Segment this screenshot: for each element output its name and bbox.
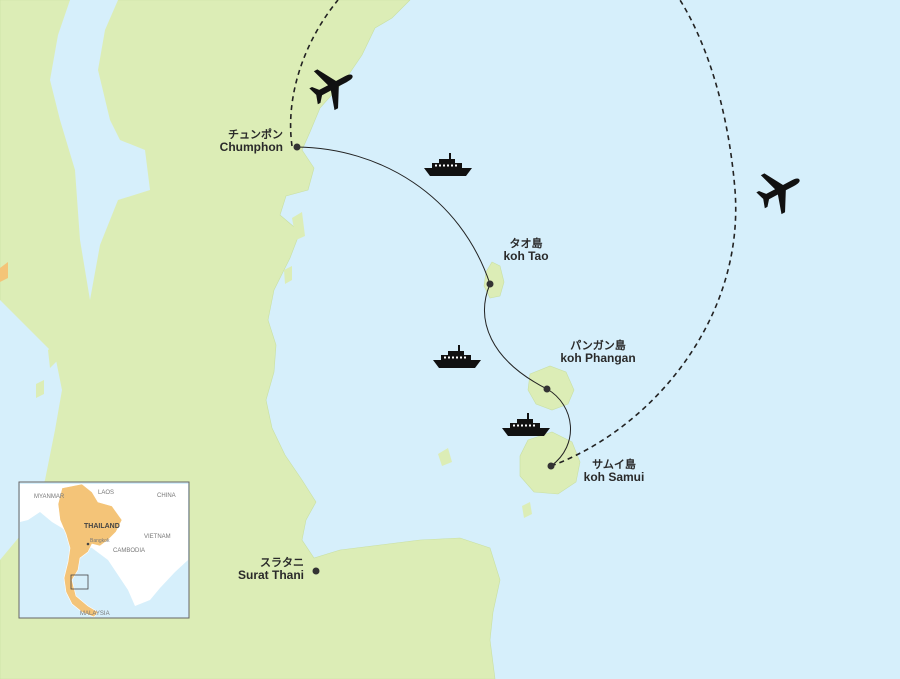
flight-route-samui [550, 0, 737, 467]
inset-thailand [57, 483, 123, 618]
inset-label-myanmar: MYANMAR [34, 494, 65, 500]
label-surat-thani: スラタニ Surat Thani [222, 556, 304, 582]
koh-phangan-dot [543, 385, 551, 393]
koh-tao-island [483, 261, 505, 299]
inset-bangkok-dot [86, 542, 90, 546]
inset-label-malaysia: MALAYSIA [80, 611, 110, 617]
islet-tan [438, 448, 452, 466]
inset-highlight-box [70, 574, 89, 590]
islet-west-2 [36, 380, 44, 398]
label-koh-samui: サムイ島 koh Samui [578, 458, 650, 484]
islet-coast-2 [284, 266, 292, 284]
islet-west-1 [48, 344, 58, 368]
inlet-northwest [0, 0, 150, 300]
label-koh-phangan: パンガン島 koh Phangan [556, 339, 640, 365]
inset-map [18, 481, 190, 619]
label-koh-samui-en: koh Samui [583, 470, 645, 484]
label-koh-tao: タオ島 koh Tao [496, 237, 556, 263]
islet-coast-1 [292, 212, 305, 240]
label-surat-thani-jp: スラタニ [260, 556, 304, 569]
inset-label-thailand: THAILAND [84, 523, 120, 530]
koh-samui-dot [547, 462, 555, 470]
inlet-west [0, 300, 62, 560]
inset-label-bangkok: Bangkok [90, 538, 110, 544]
chumphon-dot [293, 143, 301, 151]
inset-label-vietnam: VIETNAM [144, 534, 171, 540]
inset-label-laos: LAOS [98, 490, 115, 496]
label-chumphon-en: Chumphon [219, 140, 283, 154]
inset-label-china: CHINA [157, 493, 176, 499]
label-koh-phangan-en: koh Phangan [560, 351, 636, 365]
label-koh-samui-jp: サムイ島 [592, 458, 636, 471]
label-surat-thani-en: Surat Thani [237, 568, 304, 582]
koh-phangan-island [527, 365, 575, 411]
label-chumphon: チュンポン Chumphon [205, 128, 283, 154]
ferry-route [296, 146, 572, 467]
islet-west-3 [75, 340, 86, 360]
label-chumphon-jp: チュンポン [228, 128, 283, 141]
flight-route-chumphon [289, 0, 339, 147]
label-koh-tao-jp: タオ島 [509, 237, 543, 250]
islet-south [522, 502, 532, 518]
surat-thani-dot [312, 567, 320, 575]
islet-orange [0, 262, 8, 282]
inset-label-cambodia: CAMBODIA [113, 548, 146, 554]
label-koh-tao-en: koh Tao [503, 249, 549, 263]
koh-tao-dot [486, 280, 494, 288]
label-koh-phangan-jp: パンガン島 [570, 339, 626, 352]
